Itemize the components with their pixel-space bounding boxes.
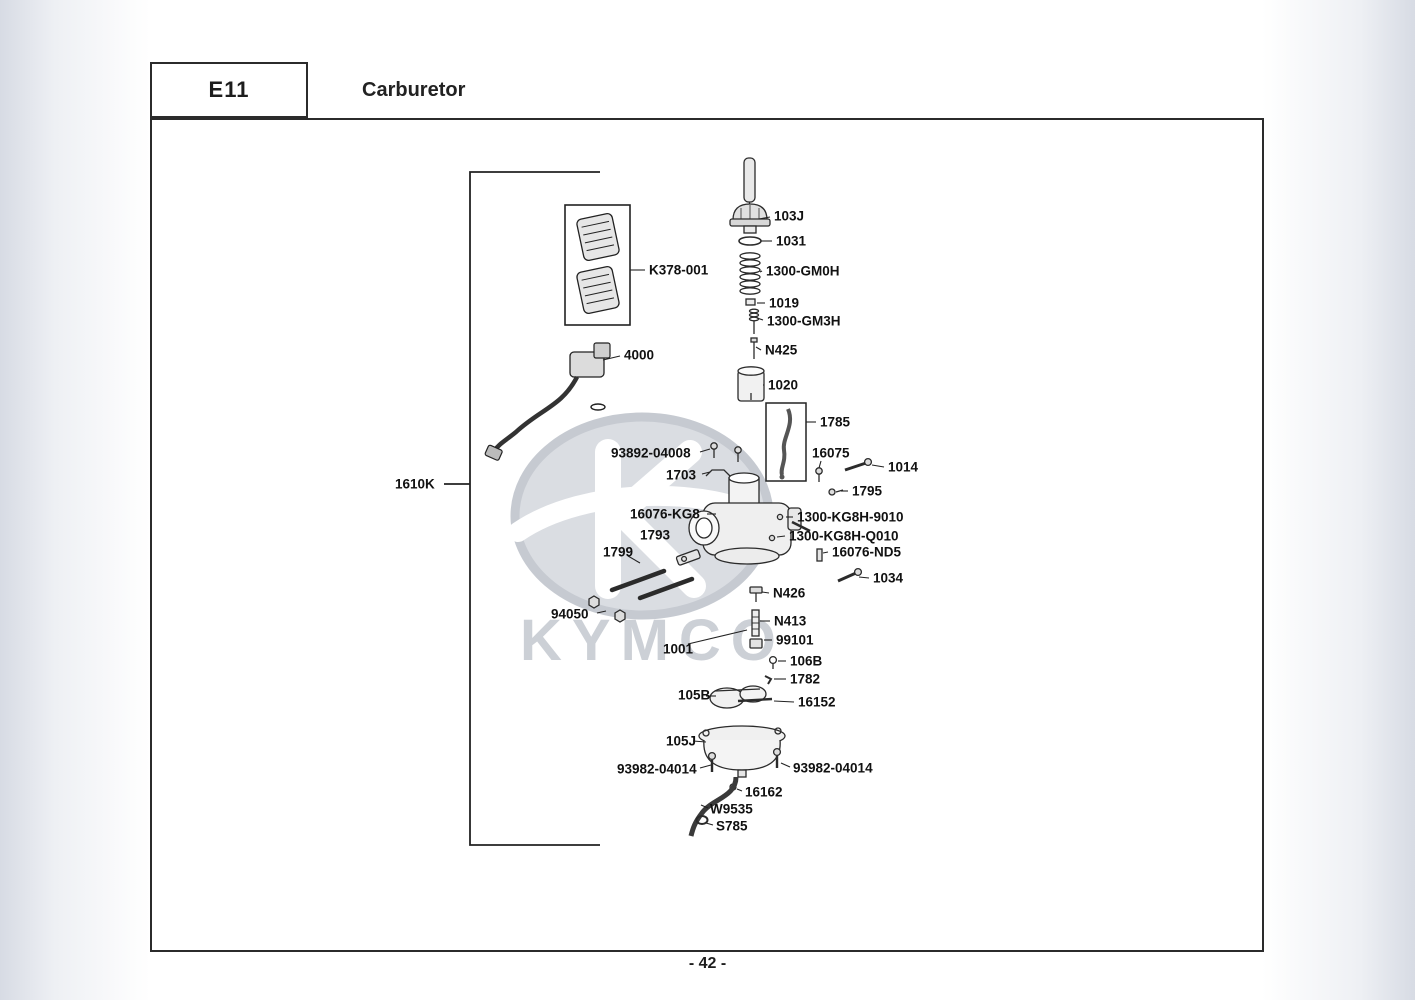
needle-n425 <box>750 337 758 359</box>
clip-1782 <box>764 675 773 685</box>
studs-1799 <box>609 568 695 601</box>
spring-1300gm0h <box>739 252 761 295</box>
top-cap-103j <box>729 203 771 234</box>
float-and-bowl <box>688 685 786 837</box>
screw-1014 <box>844 457 873 472</box>
needle-clip-1019 <box>745 298 756 306</box>
jet-16076nd5 <box>816 548 823 562</box>
part-label-1793: 1793 <box>640 527 671 543</box>
valve-q010 <box>768 534 776 542</box>
part-label-1795: 1795 <box>852 483 883 499</box>
section-code-box: E11 <box>150 62 308 118</box>
screw-16075 <box>815 467 823 482</box>
clip-s785 <box>695 815 709 825</box>
watermark-text: KYMCO <box>520 608 786 673</box>
part-label-16075: 16075 <box>812 445 850 461</box>
page-number: - 42 - <box>688 955 727 972</box>
part-106b <box>768 655 778 669</box>
float-pin-16152 <box>737 697 773 703</box>
valve-seat-9010 <box>776 513 784 521</box>
sensor-cable <box>493 375 579 452</box>
jet-n426 <box>749 586 763 602</box>
throttle-valve-stack <box>729 157 771 402</box>
part-label-93892-04008: 93892-04008 <box>611 445 691 461</box>
drain-tube-w9535 <box>688 776 739 837</box>
part-label-105b: 105B <box>678 687 711 703</box>
float-valve-1795 <box>828 488 836 496</box>
part-label-n425: N425 <box>765 342 798 358</box>
carburetor-body <box>588 442 873 623</box>
cable-adjuster <box>743 157 756 203</box>
throttle-slide-1020 <box>737 366 765 402</box>
leader-lines <box>596 216 885 826</box>
part-label-1020: 1020 <box>768 377 799 393</box>
auto-bystarter-4000 <box>484 342 611 461</box>
screws-93892 <box>710 442 742 462</box>
part-label-4000: 4000 <box>624 347 655 363</box>
part-label-16162: 16162 <box>745 784 783 800</box>
bowl-screw-left <box>707 751 717 772</box>
part-label-1014: 1014 <box>888 459 919 475</box>
jet-needle-1300gm3h <box>748 308 760 334</box>
part-label-1034: 1034 <box>873 570 904 586</box>
nuts-94050 <box>588 595 626 623</box>
part-label-1300-kg8h-q010: 1300-KG8H-Q010 <box>789 528 899 544</box>
part-label-1031: 1031 <box>776 233 807 249</box>
part-label-93982-04014-left: 93982-04014 <box>617 761 697 777</box>
part-label-1001: 1001 <box>663 641 694 657</box>
seal-ring-1031 <box>738 236 762 246</box>
part-label-105j: 105J <box>666 733 697 749</box>
part-label-1799: 1799 <box>603 544 634 560</box>
bowl-screw-right <box>772 747 782 768</box>
part-label-1785: 1785 <box>820 414 851 430</box>
part-label-1703: 1703 <box>666 467 697 483</box>
part-label-n413: N413 <box>774 613 807 629</box>
part-label-103j: 103J <box>774 208 805 224</box>
part-label-16152: 16152 <box>798 694 836 710</box>
part-label-16076-nd5: 16076-ND5 <box>832 544 902 560</box>
part-label-1019: 1019 <box>769 295 800 311</box>
part-label-1300-gm3h: 1300-GM3H <box>767 313 841 329</box>
part-label-93982-04014-right: 93982-04014 <box>793 760 873 776</box>
group-bracket-1610k <box>444 171 600 846</box>
page-title: Carburetor <box>362 79 466 101</box>
part-label-n426: N426 <box>773 585 806 601</box>
part-label-1300-kg8h-9010: 1300-KG8H-9010 <box>797 509 904 525</box>
jet-stack <box>749 586 778 685</box>
float-105b <box>709 685 767 709</box>
part-label-k378-001: K378-001 <box>649 262 709 278</box>
section-code: E11 <box>208 77 250 102</box>
part-label-s785: S785 <box>716 818 748 834</box>
part-label-99101: 99101 <box>776 632 814 648</box>
part-label-94050: 94050 <box>551 606 589 622</box>
plate-1793 <box>675 549 701 566</box>
kymco-watermark: KYMCO <box>508 412 786 673</box>
part-label-1782: 1782 <box>790 671 821 687</box>
main-jet-99101 <box>749 638 763 649</box>
sensor-oring <box>590 403 606 411</box>
vent-tube-1785 <box>765 402 807 482</box>
bracket-1703 <box>705 469 731 477</box>
screw-1034 <box>837 567 863 583</box>
part-label-1610k: 1610K <box>395 476 435 492</box>
diagram-frame <box>150 118 1264 952</box>
watermark-k-arms <box>600 440 706 598</box>
part-label-1300-gm0h: 1300-GM0H <box>766 263 840 279</box>
part-label-w9535: W9535 <box>710 801 753 817</box>
part-label-16076-kg8: 16076-KG8 <box>630 506 700 522</box>
part-label-106b: 106B <box>790 653 823 669</box>
connector-box-k378 <box>564 204 631 326</box>
